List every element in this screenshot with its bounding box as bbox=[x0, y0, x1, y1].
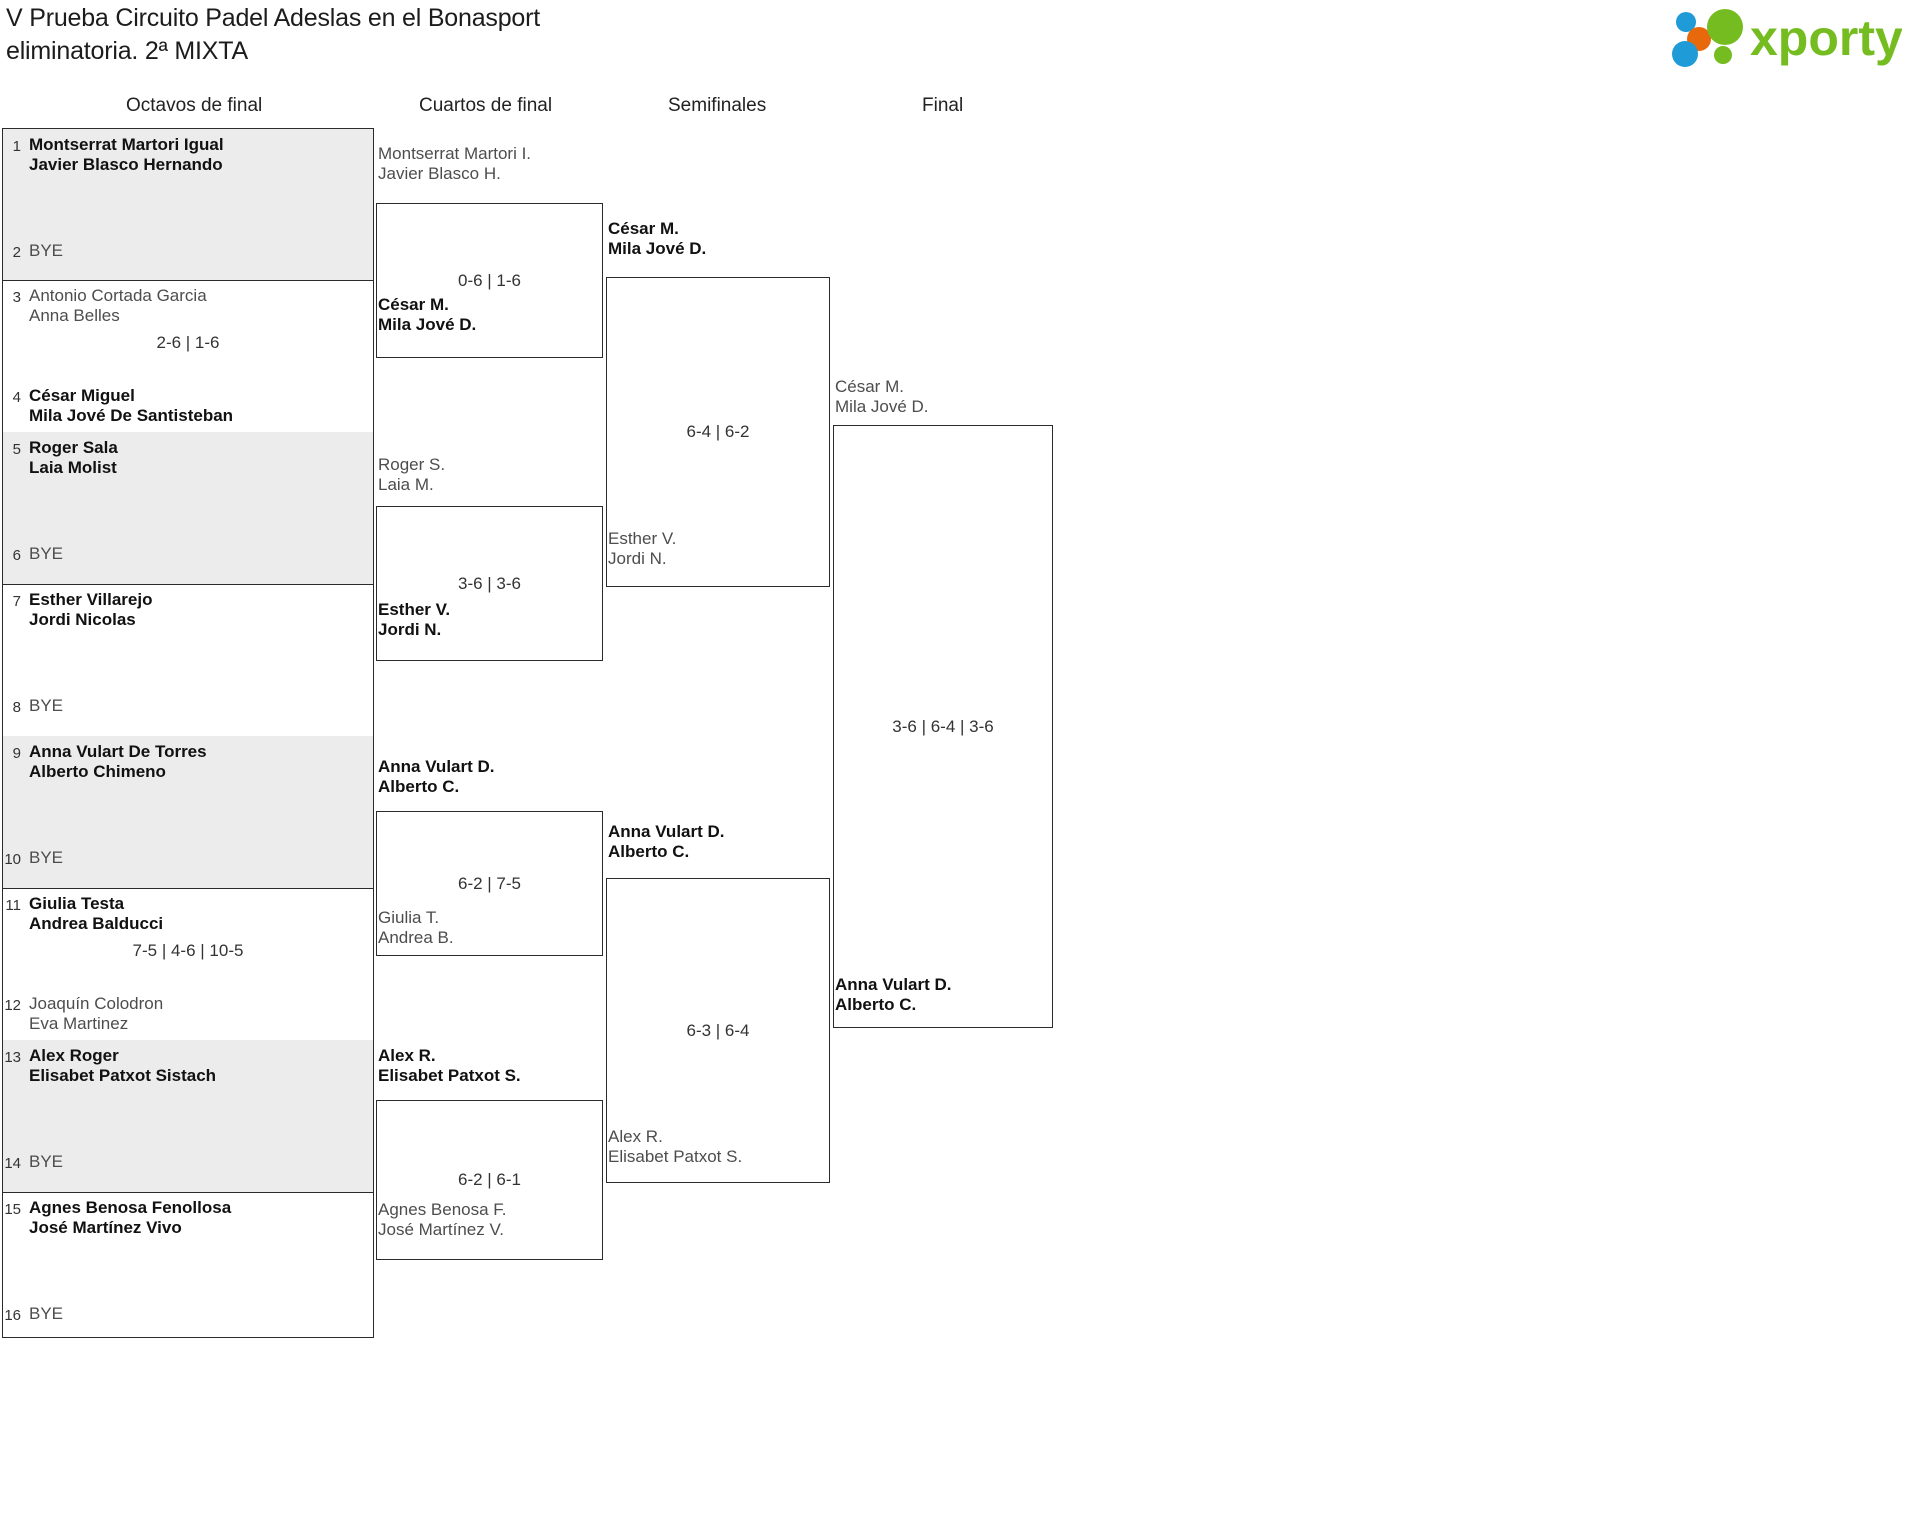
qf3-top-team: Anna Vulart D.Alberto C. bbox=[378, 757, 495, 796]
match-score: 6-3 | 6-4 bbox=[686, 1020, 750, 1040]
match-score: 6-2 | 6-1 bbox=[457, 1170, 521, 1189]
match-score: 7-5 | 4-6 | 10-5 bbox=[132, 941, 244, 960]
team-name: Esther Villarejo Jordi Nicolas bbox=[29, 590, 153, 629]
seed-number: 1 bbox=[12, 138, 21, 155]
seed-number: 4 bbox=[12, 389, 21, 406]
seed-number: 5 bbox=[12, 441, 21, 458]
round-header-cuartos: Cuartos de final bbox=[419, 95, 553, 116]
bye-label: BYE bbox=[29, 848, 64, 867]
r1-match-8[interactable]: 15 Agnes Benosa Fenollosa José Martínez … bbox=[3, 1192, 373, 1339]
match-score: 3-6 | 3-6 bbox=[457, 573, 521, 593]
qf-match-1[interactable]: 0-6 | 1-6 bbox=[376, 203, 603, 358]
qf2-top-team: Roger S.Laia M. bbox=[378, 455, 446, 494]
seed-number: 14 bbox=[4, 1155, 21, 1172]
r1-match-6[interactable]: 11 Giulia Testa Andrea Balducci 7-5 | 4-… bbox=[3, 888, 373, 1041]
title-line-2: eliminatoria. 2ª MIXTA bbox=[6, 37, 248, 65]
sf-match-1[interactable]: 6-4 | 6-2 bbox=[606, 277, 830, 587]
qf4-top-team: Alex R.Elisabet Patxot S. bbox=[378, 1046, 521, 1085]
qf4-bottom-team: Agnes Benosa F.José Martínez V. bbox=[378, 1200, 507, 1239]
qf2-bottom-team: Esther V.Jordi N. bbox=[378, 600, 451, 639]
qf1-bottom-team: César M.Mila Jové D. bbox=[378, 295, 477, 334]
seed-number: 13 bbox=[4, 1049, 21, 1066]
match-score: 2-6 | 1-6 bbox=[156, 333, 220, 352]
match-score: 6-4 | 6-2 bbox=[686, 422, 750, 441]
team-name: Anna Vulart De Torres Alberto Chimeno bbox=[29, 742, 207, 781]
team-name: Antonio Cortada Garcia Anna Belles bbox=[29, 286, 207, 325]
sf-match-2[interactable]: 6-3 | 6-4 bbox=[606, 878, 830, 1183]
match-score: 0-6 | 1-6 bbox=[457, 270, 521, 290]
round-header-octavos: Octavos de final bbox=[126, 95, 263, 116]
team-name: Giulia Testa Andrea Balducci bbox=[29, 894, 164, 933]
r1-match-4[interactable]: 7 Esther Villarejo Jordi Nicolas 8 BYE bbox=[3, 584, 373, 737]
bye-label: BYE bbox=[29, 696, 64, 715]
team-name: Roger Sala Laia Molist bbox=[29, 438, 118, 477]
page-title: V Prueba Circuito Padel Adeslas en el Bo… bbox=[6, 2, 826, 68]
sf2-top-team: Anna Vulart D.Alberto C. bbox=[608, 822, 725, 861]
r1-match-3[interactable]: 5 Roger Sala Laia Molist 6 BYE bbox=[3, 432, 373, 585]
seed-number: 9 bbox=[12, 745, 21, 762]
seed-number: 7 bbox=[12, 593, 21, 610]
r1-match-2[interactable]: 3 Antonio Cortada Garcia Anna Belles 2-6… bbox=[3, 280, 373, 433]
r1-match-1[interactable]: 1 Montserrat Martori Igual Javier Blasco… bbox=[3, 129, 373, 281]
title-line-1: V Prueba Circuito Padel Adeslas en el Bo… bbox=[6, 4, 540, 32]
bye-label: BYE bbox=[29, 241, 64, 260]
logo-wordmark: xporty bbox=[1750, 10, 1902, 66]
seed-number: 11 bbox=[5, 897, 21, 914]
team-name: Joaquín Colodron Eva Martinez bbox=[29, 994, 164, 1033]
seed-number: 2 bbox=[12, 244, 21, 261]
round1-column: 1 Montserrat Martori Igual Javier Blasco… bbox=[2, 128, 374, 1338]
logo-dot-blue-large bbox=[1672, 41, 1698, 67]
bye-label: BYE bbox=[29, 1304, 64, 1323]
team-name: Alex Roger Elisabet Patxot Sistach bbox=[29, 1046, 217, 1085]
team-name: Agnes Benosa Fenollosa José Martínez Viv… bbox=[29, 1198, 232, 1237]
seed-number: 10 bbox=[4, 851, 21, 868]
qf-match-4[interactable]: 6-2 | 6-1 bbox=[376, 1100, 603, 1260]
final-top-team: César M.Mila Jové D. bbox=[835, 377, 929, 416]
seed-number: 15 bbox=[4, 1201, 21, 1218]
seed-number: 6 bbox=[12, 547, 21, 564]
match-score: 6-2 | 7-5 bbox=[457, 873, 521, 893]
seed-number: 8 bbox=[12, 699, 21, 716]
qf-match-2[interactable]: 3-6 | 3-6 bbox=[376, 506, 603, 661]
r1-match-7[interactable]: 13 Alex Roger Elisabet Patxot Sistach 14… bbox=[3, 1040, 373, 1193]
qf1-top-team: Montserrat Martori I.Javier Blasco H. bbox=[378, 144, 532, 183]
team-name: César Miguel Mila Jové De Santisteban bbox=[29, 386, 234, 425]
seed-number: 12 bbox=[4, 997, 21, 1014]
seed-number: 3 bbox=[12, 289, 21, 306]
team-name: Montserrat Martori Igual Javier Blasco H… bbox=[29, 135, 224, 174]
final-bottom-team-champion: Anna Vulart D.Alberto C. bbox=[835, 975, 952, 1014]
sf2-bottom-team: Alex R.Elisabet Patxot S. bbox=[608, 1127, 743, 1166]
match-score: 3-6 | 6-4 | 3-6 bbox=[892, 716, 994, 736]
logo-dot-blue-small bbox=[1676, 12, 1696, 32]
logo-dot-green-small bbox=[1714, 46, 1732, 64]
round-header-final: Final bbox=[922, 95, 964, 116]
bye-label: BYE bbox=[29, 1152, 64, 1171]
bye-label: BYE bbox=[29, 544, 64, 563]
final-match[interactable]: 3-6 | 6-4 | 3-6 bbox=[833, 425, 1053, 1028]
qf3-bottom-team: Giulia T.Andrea B. bbox=[378, 908, 454, 947]
xporty-logo[interactable]: xporty bbox=[1666, 6, 1902, 68]
seed-number: 16 bbox=[4, 1307, 21, 1324]
r1-match-5[interactable]: 9 Anna Vulart De Torres Alberto Chimeno … bbox=[3, 736, 373, 889]
qf-match-3[interactable]: 6-2 | 7-5 bbox=[376, 811, 603, 956]
sf1-top-team: César M.Mila Jové D. bbox=[608, 219, 707, 258]
sf1-bottom-team: Esther V.Jordi N. bbox=[608, 529, 677, 568]
round-header-semifinales: Semifinales bbox=[668, 95, 767, 116]
logo-dot-green-large bbox=[1707, 9, 1743, 45]
